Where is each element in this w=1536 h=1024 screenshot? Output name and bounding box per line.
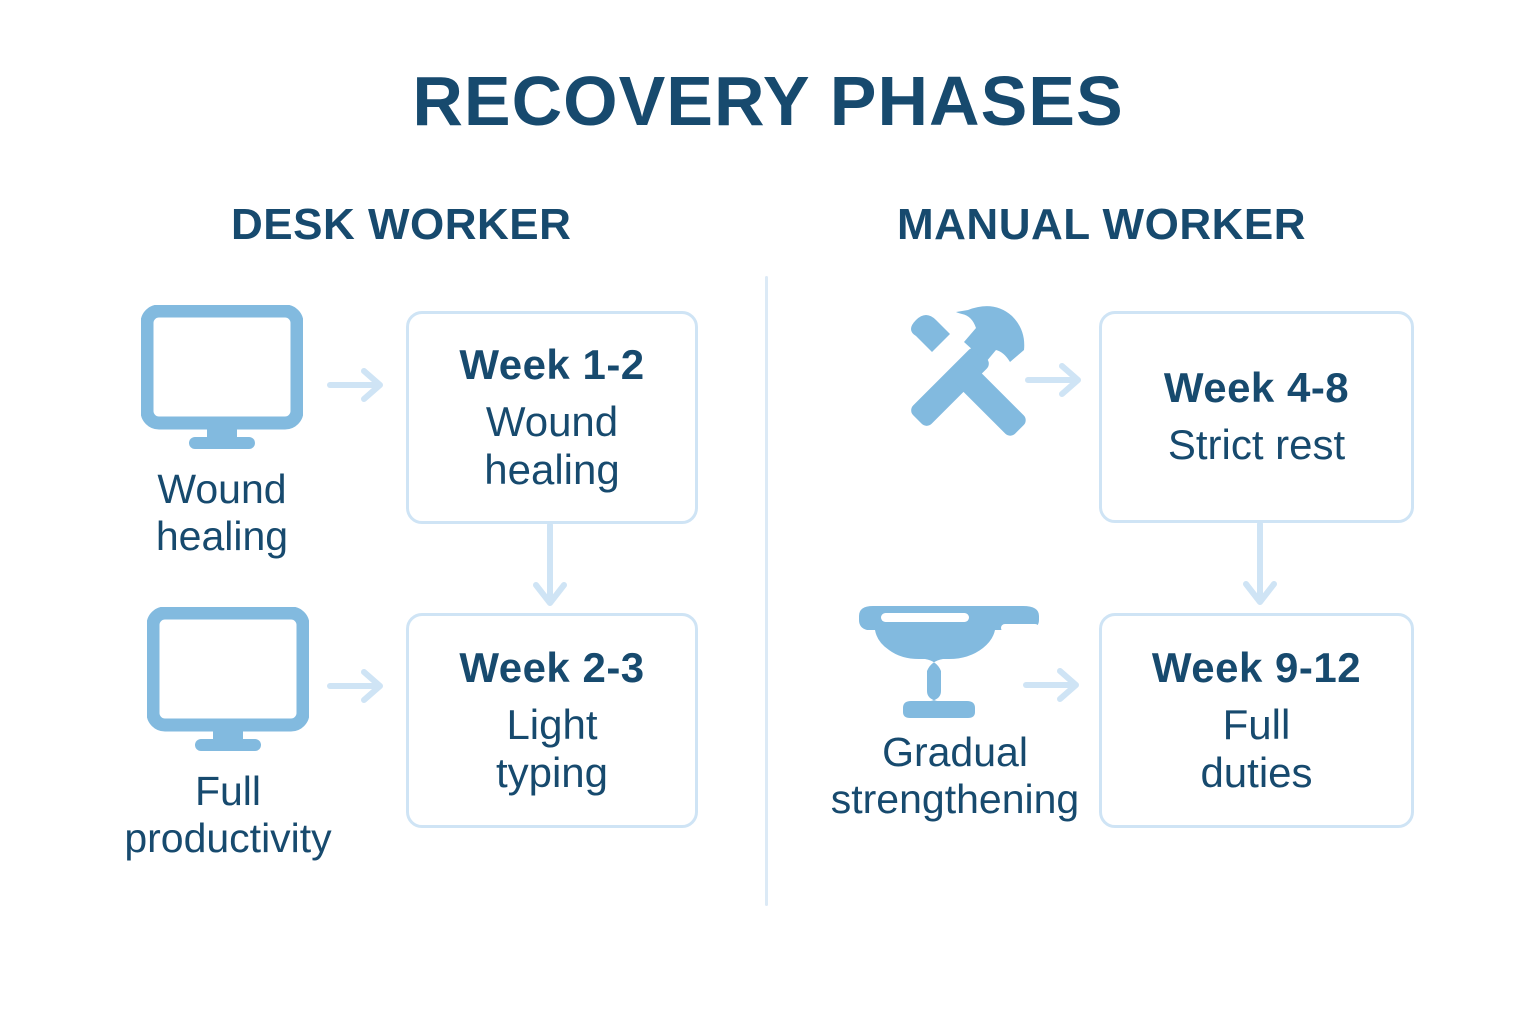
- card-week-label: Week 2-3: [459, 643, 645, 691]
- arrow-right-icon: [326, 663, 388, 714]
- desktop-monitor-icon: [78, 606, 378, 762]
- card-description: Light typing: [495, 700, 609, 796]
- icon-label-manual-2: Gradual strengthening: [830, 729, 1080, 823]
- card-week-label: Week 9-12: [1151, 643, 1362, 691]
- icon-block-manual-anvil: Gradual strengthening: [805, 600, 1105, 823]
- icon-block-manual-tools: [820, 302, 1120, 447]
- arrow-down-icon: [527, 522, 573, 620]
- card-description: Strict rest: [1167, 421, 1346, 469]
- column-heading-desk-worker: DESK WORKER: [231, 200, 572, 249]
- card-week-label: Week 1-2: [459, 340, 645, 388]
- anvil-icon: [805, 600, 1105, 723]
- icon-block-desk-full-productivity: Full productivity: [78, 606, 378, 862]
- card-description: Wound healing: [484, 397, 620, 493]
- phase-card-manual-week-9-12[interactable]: Week 9-12 Full duties: [1099, 613, 1414, 828]
- phase-card-manual-week-4-8[interactable]: Week 4-8 Strict rest: [1099, 311, 1414, 523]
- hammer-and-screwdriver-icon: [820, 302, 1120, 447]
- card-description: Full duties: [1200, 700, 1313, 796]
- phase-card-desk-week-1-2[interactable]: Week 1-2 Wound healing: [406, 311, 698, 524]
- icon-label-desk-1: Wound healing: [155, 466, 289, 560]
- column-heading-manual-worker: MANUAL WORKER: [897, 200, 1306, 249]
- desktop-monitor-icon: [72, 304, 372, 460]
- arrow-right-icon: [326, 362, 388, 413]
- card-week-label: Week 4-8: [1163, 363, 1350, 411]
- arrow-right-icon: [1024, 357, 1086, 408]
- arrow-right-icon: [1022, 662, 1084, 713]
- icon-label-desk-2: Full productivity: [124, 768, 332, 862]
- arrow-down-icon: [1237, 521, 1283, 619]
- phase-card-desk-week-2-3[interactable]: Week 2-3 Light typing: [406, 613, 698, 828]
- column-divider: [765, 276, 768, 906]
- icon-block-desk-wound-healing: Wound healing: [72, 304, 372, 560]
- page-title: RECOVERY PHASES: [412, 62, 1124, 140]
